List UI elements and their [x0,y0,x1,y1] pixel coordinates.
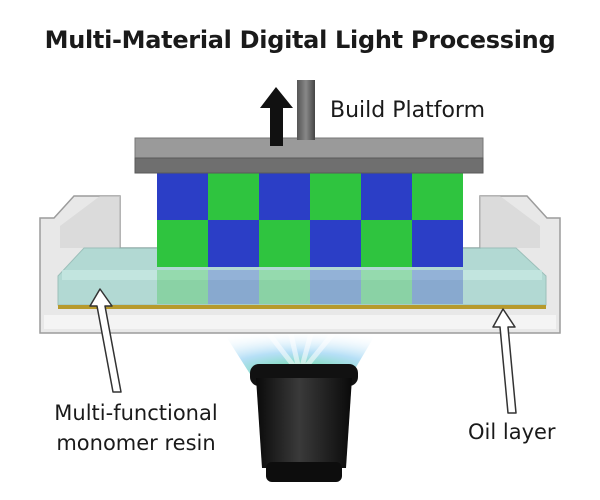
platform-rod [297,80,315,140]
build-platform-label: Build Platform [330,98,485,123]
oil-layer [58,305,546,309]
projector-lens [250,364,358,482]
up-arrow-icon [260,87,293,146]
reflection-cell [361,270,412,304]
part-cell-blue [361,173,412,220]
build-platform [134,137,484,174]
part-cell-green [259,220,310,267]
resin-pointer-arrow [89,288,122,393]
part-cell-blue [259,173,310,220]
oil-layer-label: Oil layer [468,420,556,444]
part-cell-green [157,220,208,267]
part-cell-green [412,173,463,220]
part-cell-blue [412,220,463,267]
reflection-cell [157,270,208,304]
light-beam [222,330,378,374]
printed-part [157,173,463,267]
part-cell-green [361,220,412,267]
resin-label-line2: monomer resin [56,431,216,455]
part-cell-blue [208,220,259,267]
printed-part-reflection [157,270,463,304]
part-cell-green [310,173,361,220]
part-cell-blue [157,173,208,220]
reflection-cell [412,270,463,304]
resin-top-surface [62,270,542,280]
reflection-cell [310,270,361,304]
resin-label: Multi-functional monomer resin [26,398,246,458]
diagram-title: Multi-Material Digital Light Processing [44,26,556,54]
reflection-cell [208,270,259,304]
reflection-cell [259,270,310,304]
resin-label-line1: Multi-functional [54,401,218,425]
oil-pointer-arrow [492,308,517,414]
part-cell-blue [310,220,361,267]
part-cell-green [208,173,259,220]
